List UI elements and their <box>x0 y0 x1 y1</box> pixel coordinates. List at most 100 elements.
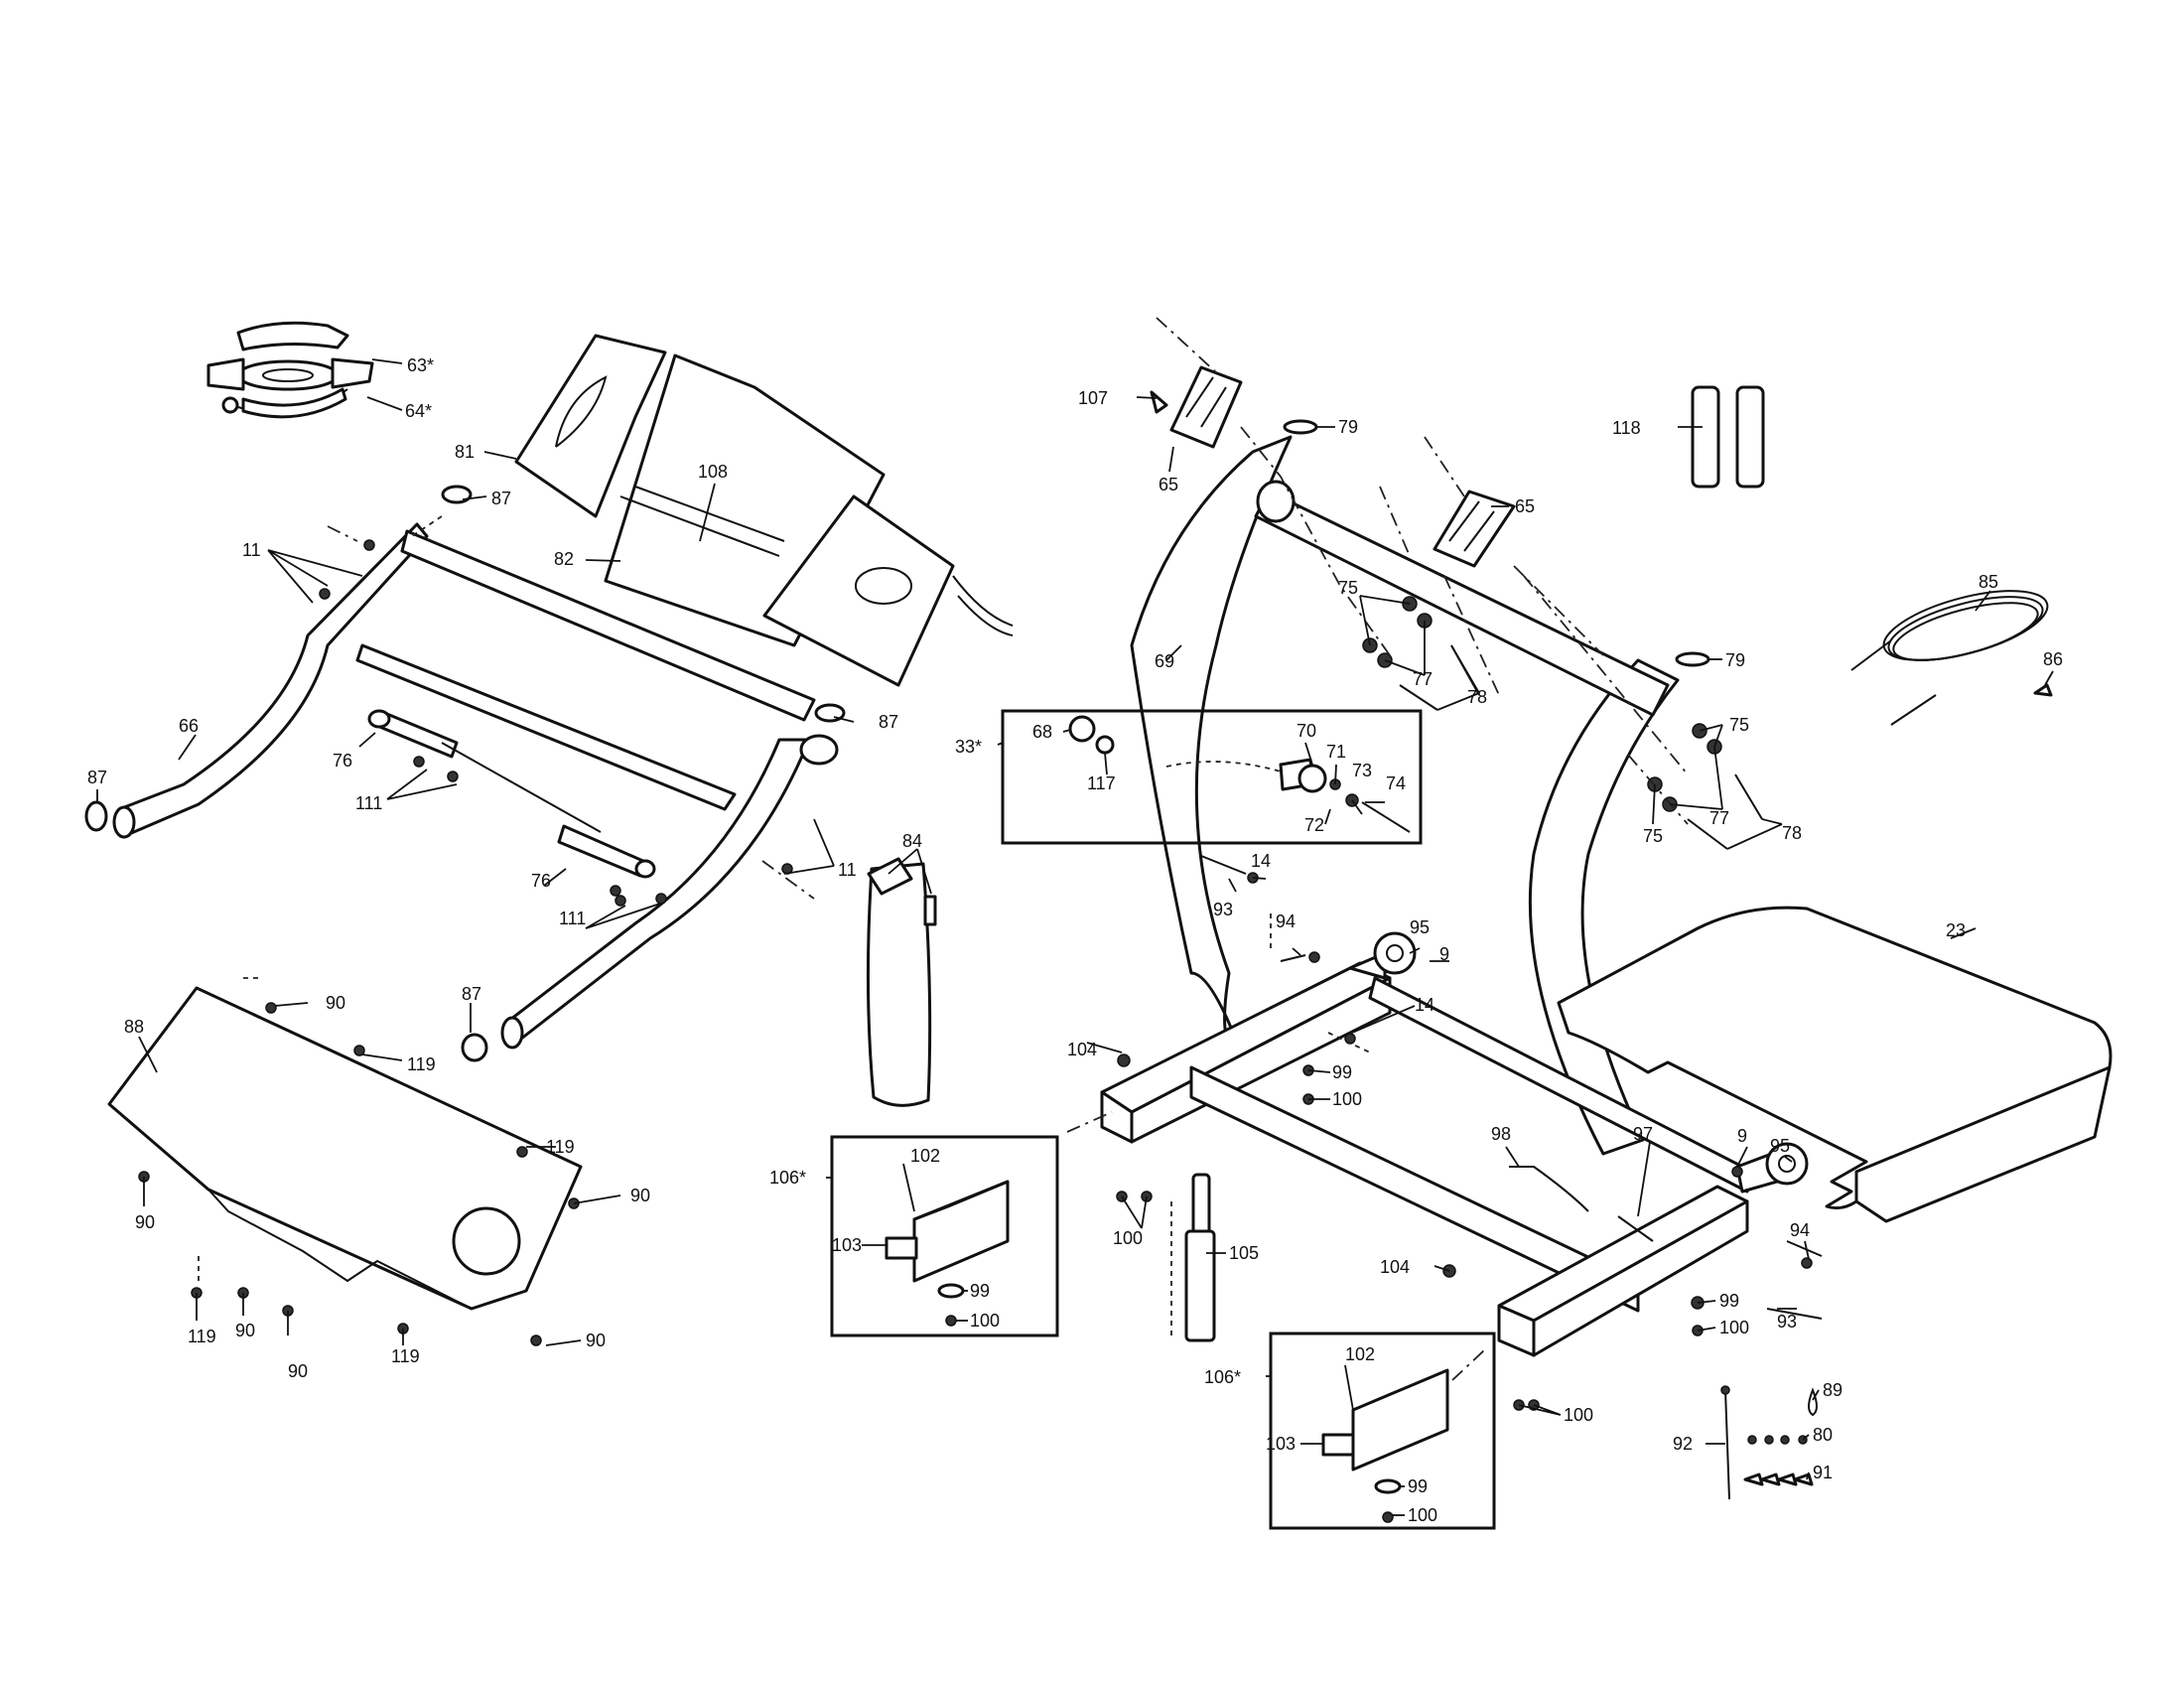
walking-deck <box>1557 906 2113 1223</box>
label-119: 119 <box>188 1327 216 1346</box>
label-95: 95 <box>1770 1136 1790 1156</box>
label-85: 85 <box>1979 572 1998 592</box>
label-89: 89 <box>1823 1380 1843 1400</box>
label-87: 87 <box>879 712 898 732</box>
label-66: 66 <box>179 716 199 736</box>
label-76: 76 <box>531 871 551 891</box>
label-65: 65 <box>1159 475 1178 494</box>
power-cable <box>1850 590 2049 726</box>
label-73: 73 <box>1352 761 1372 780</box>
wire-harness <box>1509 1166 1589 1212</box>
label-63: 63* <box>407 355 434 375</box>
label-108: 108 <box>698 462 728 482</box>
label-69: 69 <box>1155 651 1174 671</box>
label-93: 93 <box>1777 1312 1797 1332</box>
label-102: 102 <box>1345 1344 1375 1364</box>
label-14: 14 <box>1251 851 1271 871</box>
base-frame <box>1100 951 1779 1357</box>
label-90: 90 <box>586 1331 606 1350</box>
label-90: 90 <box>326 993 345 1013</box>
label-14: 14 <box>1415 995 1434 1015</box>
label-76: 76 <box>333 751 352 771</box>
label-99: 99 <box>970 1281 990 1301</box>
label-87: 87 <box>491 489 511 508</box>
label-11: 11 <box>242 540 261 560</box>
label-82: 82 <box>554 549 574 569</box>
leveler-assembly <box>1321 1368 1449 1523</box>
label-119: 119 <box>546 1137 575 1157</box>
label-100: 100 <box>1408 1505 1437 1525</box>
label-107: 107 <box>1078 388 1108 408</box>
label-111: 111 <box>559 909 586 928</box>
label-9: 9 <box>1737 1126 1747 1146</box>
label-90: 90 <box>235 1321 255 1340</box>
label-75: 75 <box>1338 578 1358 598</box>
box-106 <box>830 1135 1059 1337</box>
handlebar-cover <box>866 857 937 1107</box>
label-88: 88 <box>124 1017 144 1037</box>
end-cap <box>84 800 108 832</box>
upright-left <box>1130 435 1293 1054</box>
leveler-assembly <box>885 1180 1010 1327</box>
label-94: 94 <box>1790 1220 1810 1240</box>
pulse-grip <box>1433 490 1516 568</box>
label-99: 99 <box>1719 1291 1739 1311</box>
label-91: 91 <box>1813 1463 1833 1482</box>
label-75: 75 <box>1729 715 1749 735</box>
label-111: 111 <box>355 793 382 813</box>
label-87: 87 <box>462 984 481 1004</box>
upright-crossbar <box>1254 480 1670 717</box>
label-78: 78 <box>1782 823 1802 843</box>
label-77: 77 <box>1709 808 1729 828</box>
label-90: 90 <box>630 1186 650 1205</box>
label-97: 97 <box>1633 1124 1653 1144</box>
label-106: 106* <box>769 1168 806 1188</box>
motor-hood <box>107 986 583 1311</box>
dumbbells <box>1691 385 1765 489</box>
cable-clip <box>2033 683 2053 697</box>
label-79: 79 <box>1338 417 1358 437</box>
label-93: 93 <box>1213 900 1233 919</box>
label-106: 106* <box>1204 1367 1241 1387</box>
pivot-assembly-33 <box>1068 715 1411 833</box>
label-119: 119 <box>407 1054 436 1074</box>
label-100: 100 <box>970 1311 1000 1331</box>
label-72: 72 <box>1304 815 1324 835</box>
label-70: 70 <box>1297 721 1316 741</box>
label-117: 117 <box>1087 773 1116 793</box>
label-90: 90 <box>288 1361 308 1381</box>
label-104: 104 <box>1380 1257 1410 1277</box>
label-98: 98 <box>1491 1124 1511 1144</box>
label-87: 87 <box>87 768 107 787</box>
label-103: 103 <box>832 1235 862 1255</box>
end-cap <box>461 1033 488 1062</box>
end-cap <box>441 485 473 504</box>
label-95: 95 <box>1410 917 1430 937</box>
label-77: 77 <box>1413 669 1433 689</box>
label-94: 94 <box>1276 912 1296 931</box>
front-wheel <box>1765 1142 1809 1186</box>
label-74: 74 <box>1386 773 1406 793</box>
wire <box>1617 1215 1654 1242</box>
label-100: 100 <box>1719 1318 1749 1337</box>
ring <box>1283 419 1318 435</box>
chest-pulse-strap <box>206 321 374 419</box>
label-75: 75 <box>1643 826 1663 846</box>
shock-absorber <box>1170 1173 1216 1342</box>
console-assembly <box>514 334 1014 687</box>
label-100: 100 <box>1113 1228 1143 1248</box>
grip-wire <box>1150 390 1168 414</box>
label-90: 90 <box>135 1212 155 1232</box>
label-100: 100 <box>1564 1405 1593 1425</box>
leader-lines <box>96 358 2054 1516</box>
ring <box>1675 651 1710 667</box>
misc-hardware <box>1720 1385 1818 1500</box>
label-103: 103 <box>1266 1434 1296 1454</box>
label-64: 64* <box>405 401 432 421</box>
label-86: 86 <box>2043 649 2063 669</box>
pulse-grip <box>1169 365 1243 449</box>
label-84: 84 <box>902 831 922 851</box>
label-11: 11 <box>838 860 857 880</box>
label-104: 104 <box>1067 1040 1097 1059</box>
